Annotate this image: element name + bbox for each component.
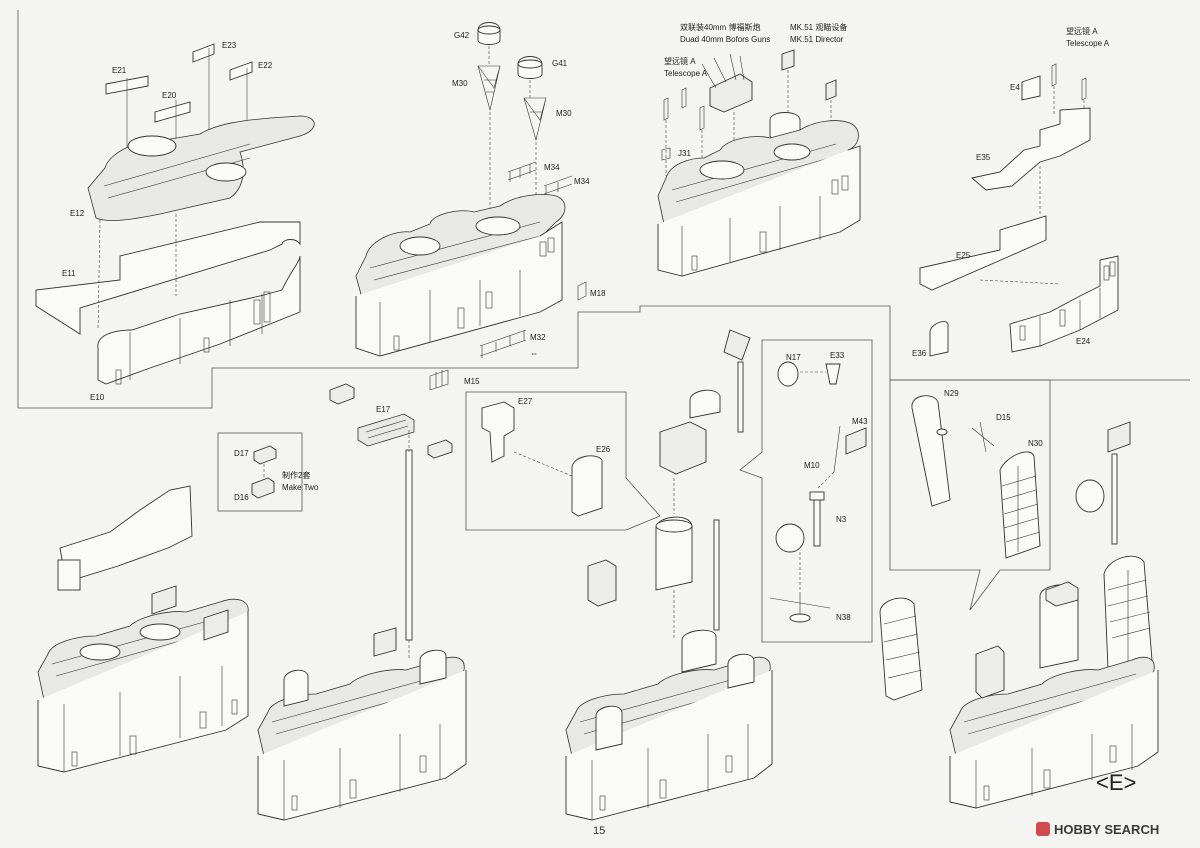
label-e23: E23 (222, 41, 237, 50)
make-two-cn: 制作2套 (282, 470, 310, 480)
callout-telescope-cn: 望远镜 A (664, 56, 696, 66)
label-m34a: M34 (544, 163, 560, 172)
label-n29: N29 (944, 389, 959, 398)
label-e24: E24 (1076, 337, 1091, 346)
label-m30b: M30 (556, 109, 572, 118)
step2-assembly (355, 22, 587, 358)
label-e26: E26 (596, 445, 611, 454)
label-m18: M18 (590, 289, 606, 298)
step-frames (17, 10, 1190, 643)
label-m10: M10 (804, 461, 820, 470)
label-d17: D17 (234, 449, 249, 458)
callout-telescope-en-2: Telescope A (1066, 39, 1110, 48)
label-n30: N30 (1028, 439, 1043, 448)
label-m32: M32 (530, 333, 546, 342)
step8-assembly (879, 395, 1159, 809)
watermark: HOBBY SEARCH (1036, 822, 1159, 837)
label-g42: G42 (454, 31, 470, 40)
callout-n-parts-box (739, 339, 873, 643)
label-e27: E27 (518, 397, 533, 406)
label-n17: N17 (786, 353, 801, 362)
label-e36: E36 (912, 349, 927, 358)
step4-assembly (919, 63, 1119, 357)
label-e33: E33 (830, 351, 845, 360)
label-n38: N38 (836, 613, 851, 622)
callout-e26-box (465, 391, 661, 531)
label-j31: J31 (678, 149, 691, 158)
callout-n29-box (889, 379, 1051, 611)
label-e12: E12 (70, 209, 85, 218)
step7-assembly (723, 329, 867, 623)
label-e21: E21 (112, 66, 127, 75)
label-g41: G41 (552, 59, 568, 68)
callout-bofors-cn: 双联装40mm 博福斯炮 (680, 22, 760, 32)
label-e17: E17 (376, 405, 391, 414)
section-marker: <E> (1096, 770, 1136, 795)
label-e11: E11 (62, 269, 76, 278)
step6-assembly (481, 389, 773, 821)
label-e10: E10 (90, 393, 105, 402)
watermark-brand: HOBBY SEARCH (1054, 822, 1159, 837)
make-two-en: Make Two (282, 483, 319, 492)
label-e25: E25 (956, 251, 971, 260)
callout-mk51-en: MK.51 Director (790, 35, 844, 44)
label-e4: E4 (1010, 83, 1020, 92)
label-m34b: M34 (574, 177, 590, 186)
watermark-logo-icon (1036, 822, 1050, 836)
callout-telescope-cn-2: 望远镜 A (1066, 26, 1098, 36)
label-e35: E35 (976, 153, 991, 162)
step3-assembly (657, 49, 861, 277)
label-e22: E22 (258, 61, 273, 70)
swap-arrow-icon: ⇔ (530, 348, 539, 358)
label-e20: E20 (162, 91, 177, 100)
label-m43: M43 (852, 417, 868, 426)
make-two-box (217, 432, 303, 512)
part-labels: E21 E23 E22 E20 E12 E11 E10 G42 G41 M30 … (62, 22, 1110, 622)
label-m30a: M30 (452, 79, 468, 88)
label-d15: D15 (996, 413, 1011, 422)
callout-bofors-en: Duad 40mm Bofors Guns (680, 35, 770, 44)
step1-assembly (35, 43, 315, 385)
label-n3: N3 (836, 515, 847, 524)
page-number: 15 (593, 825, 605, 837)
label-d16: D16 (234, 493, 249, 502)
callout-mk51-cn: MK.51 观瞄设备 (790, 22, 847, 32)
callout-telescope-en: Telescope A (664, 69, 708, 78)
step5-assembly (37, 369, 467, 821)
label-m15: M15 (464, 377, 480, 386)
